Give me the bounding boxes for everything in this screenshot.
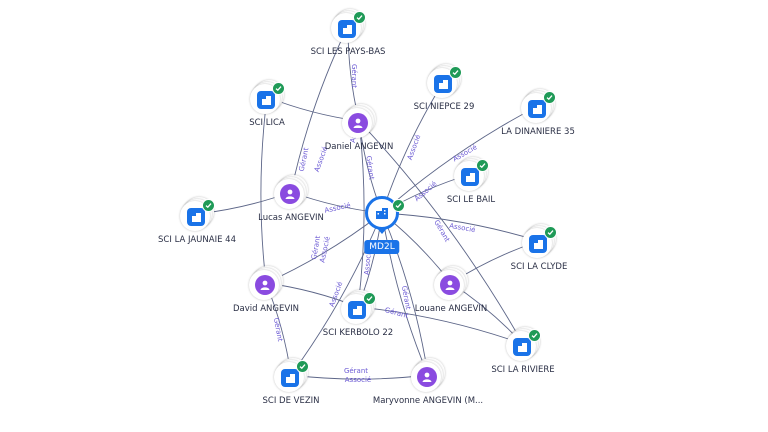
person-icon [348, 113, 368, 133]
building-icon [338, 20, 356, 38]
center-node-md2l[interactable]: MD2L [364, 196, 405, 254]
node-david-angevin[interactable]: David ANGEVIN [233, 266, 299, 314]
edge-daniel-riviere [358, 120, 524, 345]
node-daniel-angevin[interactable]: Daniel ANGEVIN [325, 104, 393, 152]
node-stack [250, 80, 285, 114]
building-icon [281, 369, 299, 387]
node-stack [506, 327, 541, 361]
check-badge-icon [392, 199, 405, 212]
check-badge-icon [202, 199, 215, 212]
node-label: Lucas ANGEVIN [258, 213, 324, 223]
node-label: SCI LA RIVIERE [491, 365, 555, 375]
building-icon [528, 100, 546, 118]
building-icon [461, 168, 479, 186]
person-icon [417, 367, 437, 387]
building-icon [187, 208, 205, 226]
node-lucas-angevin[interactable]: Lucas ANGEVIN [258, 175, 324, 223]
edge-label-gerant: Gérant [364, 155, 375, 180]
person-icon [280, 184, 300, 204]
node-label: SCI LE BAIL [446, 195, 496, 205]
node-sci-niepce-29[interactable]: SCI NIEPCE 29 [414, 64, 474, 112]
edge-label-gerant: Gérant [344, 367, 368, 375]
node-sci-la-jaunaie-44[interactable]: SCI LA JAUNAIE 44 [158, 197, 236, 245]
check-badge-icon [476, 159, 489, 172]
check-badge-icon [272, 82, 285, 95]
node-stack [341, 290, 376, 324]
node-sci-de-vezin[interactable]: SCI DE VEZIN [262, 358, 320, 406]
node-label: Louane ANGEVIN [414, 304, 488, 314]
node-label: SCI LA CLYDE [510, 262, 568, 272]
edge-label-associe: Associé [413, 180, 438, 203]
edge-label-gerant: Gérant [400, 285, 412, 310]
building-icon [257, 91, 275, 109]
building-icon [348, 301, 366, 319]
node-label: Daniel ANGEVIN [324, 142, 394, 152]
check-badge-icon [544, 226, 557, 239]
center-node-label: MD2L [364, 240, 400, 254]
check-badge-icon [543, 91, 556, 104]
node-stack [411, 358, 445, 392]
person-icon [255, 275, 275, 295]
edge-center-clyde [381, 212, 540, 242]
edge-center-dinaniere [381, 105, 539, 214]
node-label: SCI DE VEZIN [262, 396, 320, 406]
edge-label-associe: Associé [449, 222, 476, 234]
node-label: David ANGEVIN [232, 304, 300, 314]
node-stack [274, 175, 308, 209]
node-stack [274, 358, 309, 392]
edge-david-lica [260, 96, 268, 284]
node-label: SCI LA JAUNAIE 44 [158, 235, 236, 245]
check-badge-icon [528, 329, 541, 342]
check-badge-icon [449, 66, 462, 79]
node-stack [521, 89, 556, 123]
node-maryvonne-angevin[interactable]: Maryvonne ANGEVIN (M... [373, 358, 483, 406]
edge-label-gerant: Gérant [298, 147, 311, 172]
node-label: SCI KERBOLO 22 [322, 328, 394, 338]
node-sci-lica[interactable]: SCI LICA [249, 80, 285, 128]
node-label: SCI NIEPCE 29 [413, 102, 475, 112]
node-label: Maryvonne ANGEVIN (M... [372, 396, 484, 406]
node-sci-le-bail[interactable]: SCI LE BAIL [447, 157, 495, 205]
check-badge-icon [363, 292, 376, 305]
check-badge-icon [296, 360, 309, 373]
node-louane-angevin[interactable]: Louane ANGEVIN [415, 266, 487, 314]
edge-center-maryvonne [381, 212, 429, 376]
node-sci-kerbolo-22[interactable]: SCI KERBOLO 22 [323, 290, 393, 338]
node-stack [522, 224, 557, 258]
building-icon [376, 208, 388, 219]
node-stack [249, 266, 283, 300]
node-label: SCI LES PAYS-BAS [310, 47, 386, 57]
node-stack [427, 64, 462, 98]
edge-label-gerant: Gérant [432, 219, 451, 244]
node-stack [342, 104, 376, 138]
edge-label-gerant: Gérant [272, 317, 284, 342]
node-stack [454, 157, 489, 191]
node-sci-les-pays-bas[interactable]: SCI LES PAYS-BAS [311, 9, 385, 57]
edge-kerbolo-riviere [357, 306, 524, 345]
node-stack [331, 9, 366, 43]
edge-lucas-pays_bas [290, 25, 349, 193]
edge-label-gerant: Gérant [350, 64, 358, 88]
node-label: SCI LICA [249, 118, 285, 128]
edge-label-associe: Associé [345, 376, 371, 384]
edge-label-associe: Associé [363, 248, 373, 275]
building-icon [434, 75, 452, 93]
node-stack [180, 197, 215, 231]
node-stack [434, 266, 468, 300]
node-label: LA DINANIERE 35 [501, 127, 575, 137]
node-sci-la-clyde[interactable]: SCI LA CLYDE [511, 224, 567, 272]
edge-center-vezin [290, 212, 383, 376]
building-icon [529, 235, 547, 253]
node-la-dinaniere-35[interactable]: LA DINANIERE 35 [501, 89, 575, 137]
person-icon [440, 275, 460, 295]
check-badge-icon [353, 11, 366, 24]
center-node-ring [365, 196, 405, 230]
building-icon [513, 338, 531, 356]
node-sci-la-riviere[interactable]: SCI LA RIVIERE [491, 327, 555, 375]
